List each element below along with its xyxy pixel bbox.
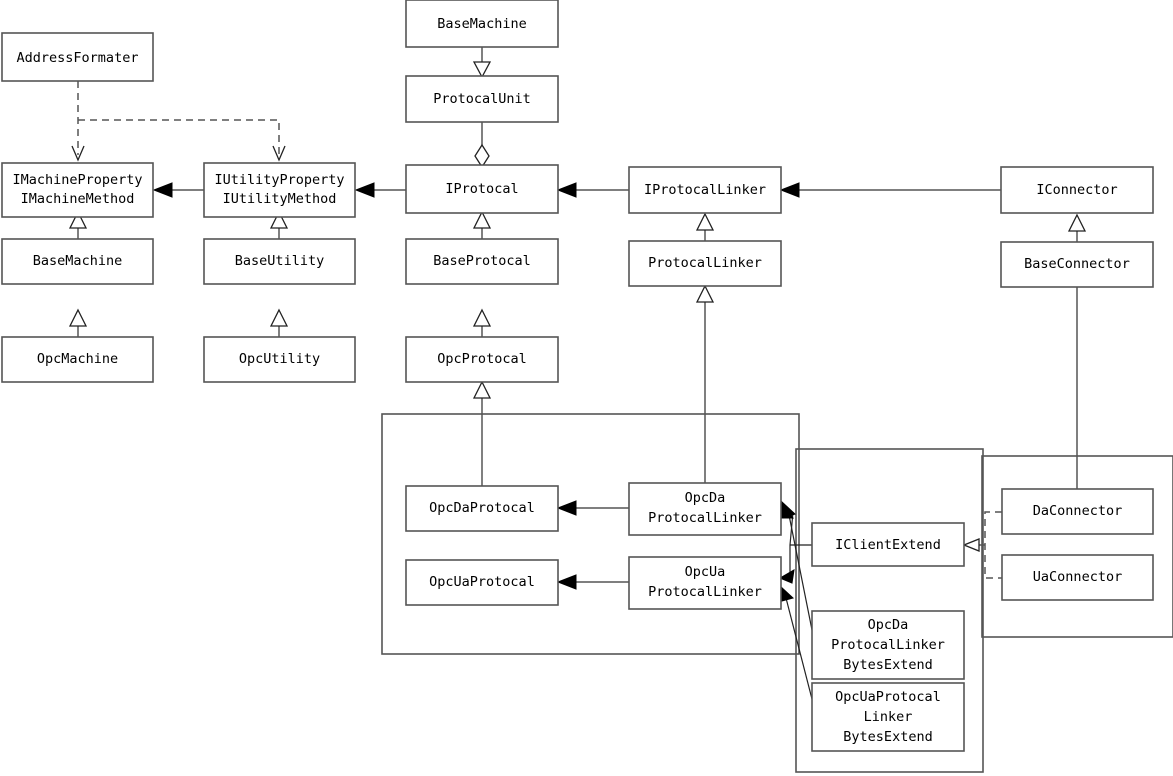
node-label-iutility-property: IUtilityProperty <box>214 172 344 188</box>
node-label-iconnector: IConnector <box>1036 182 1117 198</box>
node-label-opc-ua-linker-1: OpcUa <box>685 564 726 580</box>
arrowhead-open-iutility <box>272 145 286 162</box>
arrowhead-hollow-baseutility-inherit <box>269 308 289 327</box>
node-label-iclient-extend: IClientExtend <box>835 537 941 553</box>
node-label-iprotocal: IProtocal <box>445 181 518 197</box>
node-label-protocal-unit: ProtocalUnit <box>433 91 531 107</box>
node-iprotocal[interactable]: IProtocal <box>405 164 559 214</box>
node-label-iutility-method: IUtilityMethod <box>223 191 337 207</box>
node-label-opc-ua-bytes-2: Linker <box>864 709 913 725</box>
arrowhead-solid-opcualinker-bytes <box>779 584 795 602</box>
node-label-opc-da-bytes-1: OpcDa <box>868 617 909 633</box>
node-base-machine-top[interactable]: BaseMachine <box>405 0 559 48</box>
edge-connectors-iclientextend <box>984 511 1002 579</box>
node-label-imachine-method: IMachineMethod <box>21 191 135 207</box>
node-opc-da-bytes-extend[interactable]: OpcDa ProtocalLinker BytesExtend <box>811 610 965 680</box>
node-base-machine[interactable]: BaseMachine <box>1 238 154 285</box>
node-label-opc-machine: OpcMachine <box>37 351 118 367</box>
arrowhead-open-imachine <box>71 145 85 162</box>
arrowhead-solid-opcdaprotocal <box>556 500 577 516</box>
diamond-aggregation-iprotocal <box>474 143 490 169</box>
arrowhead-hollow-protocalunit <box>472 61 492 79</box>
node-label-opc-utility: OpcUtility <box>239 351 320 367</box>
node-opc-da-protocal[interactable]: OpcDaProtocal <box>405 485 559 532</box>
arrowhead-solid-iutility <box>354 182 375 198</box>
node-label-imachine-property: IMachineProperty <box>12 172 142 188</box>
node-label-base-utility: BaseUtility <box>235 253 324 269</box>
node-protocal-unit[interactable]: ProtocalUnit <box>405 75 559 123</box>
node-opc-ua-protocal[interactable]: OpcUaProtocal <box>405 559 559 606</box>
node-opc-machine[interactable]: OpcMachine <box>1 336 154 383</box>
arrowhead-solid-opcdalinker-bytes <box>781 502 795 519</box>
node-label-base-machine-top: BaseMachine <box>437 16 526 32</box>
node-iprotocal-linker[interactable]: IProtocalLinker <box>628 166 782 214</box>
node-label-protocal-linker: ProtocalLinker <box>648 255 762 271</box>
arrowhead-hollow-iprotocal-inherit <box>472 210 492 229</box>
node-label-address-formater: AddressFormater <box>17 50 139 66</box>
node-label-opc-ua-bytes-3: BytesExtend <box>843 729 932 745</box>
arrowhead-hollow-iutility-inherit <box>269 210 289 229</box>
node-label-ua-connector: UaConnector <box>1033 569 1122 585</box>
arrowhead-solid-opcualinker <box>778 569 795 584</box>
arrowhead-hollow-protocallinker-inherit <box>695 284 715 303</box>
node-label-opc-da-linker-2: ProtocalLinker <box>648 510 762 526</box>
node-base-utility[interactable]: BaseUtility <box>203 238 356 285</box>
node-iclient-extend[interactable]: IClientExtend <box>811 522 965 567</box>
node-label-opc-protocal: OpcProtocal <box>437 351 526 367</box>
arrowhead-hollow-basemachine-inherit <box>68 308 88 327</box>
node-label-opc-ua-protocal: OpcUaProtocal <box>429 574 535 590</box>
node-label-iprotocal-linker: IProtocalLinker <box>644 182 766 198</box>
node-opc-ua-bytes-extend[interactable]: OpcUaProtocal Linker BytesExtend <box>811 682 965 752</box>
node-label-base-protocal: BaseProtocal <box>433 253 531 269</box>
arrowhead-hollow-imachine-inherit <box>68 210 88 229</box>
node-iutility-property-method[interactable]: IUtilityProperty IUtilityMethod <box>203 162 356 218</box>
group-box-client-extends <box>795 448 984 773</box>
node-label-base-connector: BaseConnector <box>1024 256 1130 272</box>
node-iconnector[interactable]: IConnector <box>1000 166 1154 214</box>
node-label-opc-da-linker-1: OpcDa <box>685 490 726 506</box>
node-label-da-connector: DaConnector <box>1033 503 1122 519</box>
node-label-opc-ua-bytes-1: OpcUaProtocal <box>835 689 941 705</box>
node-imachine-property-method[interactable]: IMachineProperty IMachineMethod <box>1 162 154 218</box>
node-base-connector[interactable]: BaseConnector <box>1000 241 1154 288</box>
node-opc-protocal[interactable]: OpcProtocal <box>405 336 559 383</box>
arrowhead-solid-iprotocal <box>556 182 577 198</box>
arrowhead-hollow-iconnector-inherit <box>1067 213 1087 232</box>
arrowhead-solid-iprotocallinker <box>779 182 800 198</box>
node-base-protocal[interactable]: BaseProtocal <box>405 238 559 285</box>
arrowhead-hollow-baseprotocal-inherit <box>472 308 492 327</box>
arrowhead-hollow-iprotocallinker-inherit <box>695 212 715 231</box>
node-da-connector[interactable]: DaConnector <box>1001 488 1154 535</box>
node-opc-ua-protocal-linker[interactable]: OpcUa ProtocalLinker <box>628 556 782 610</box>
node-label-opc-ua-linker-2: ProtocalLinker <box>648 584 762 600</box>
arrowhead-hollow-opcprotocal-inherit <box>472 380 492 399</box>
edge-addressformater-iutility <box>78 119 280 155</box>
node-label-opc-da-bytes-3: BytesExtend <box>843 657 932 673</box>
node-address-formater[interactable]: AddressFormater <box>1 32 154 82</box>
arrowhead-hollow-iclientextend <box>962 538 980 552</box>
arrowhead-solid-opcuaprotocal <box>556 574 577 590</box>
node-label-opc-da-bytes-2: ProtocalLinker <box>831 637 945 653</box>
node-opc-da-protocal-linker[interactable]: OpcDa ProtocalLinker <box>628 482 782 536</box>
edge-opcdabytesextend-opcdalinker <box>788 514 816 646</box>
node-label-opc-da-protocal: OpcDaProtocal <box>429 500 535 516</box>
arrowhead-solid-imachine <box>152 182 173 198</box>
node-label-base-machine: BaseMachine <box>33 253 122 269</box>
node-ua-connector[interactable]: UaConnector <box>1001 554 1154 601</box>
node-opc-utility[interactable]: OpcUtility <box>203 336 356 383</box>
node-protocal-linker[interactable]: ProtocalLinker <box>628 240 782 287</box>
group-box-opc-protocal-linkers <box>381 413 800 655</box>
